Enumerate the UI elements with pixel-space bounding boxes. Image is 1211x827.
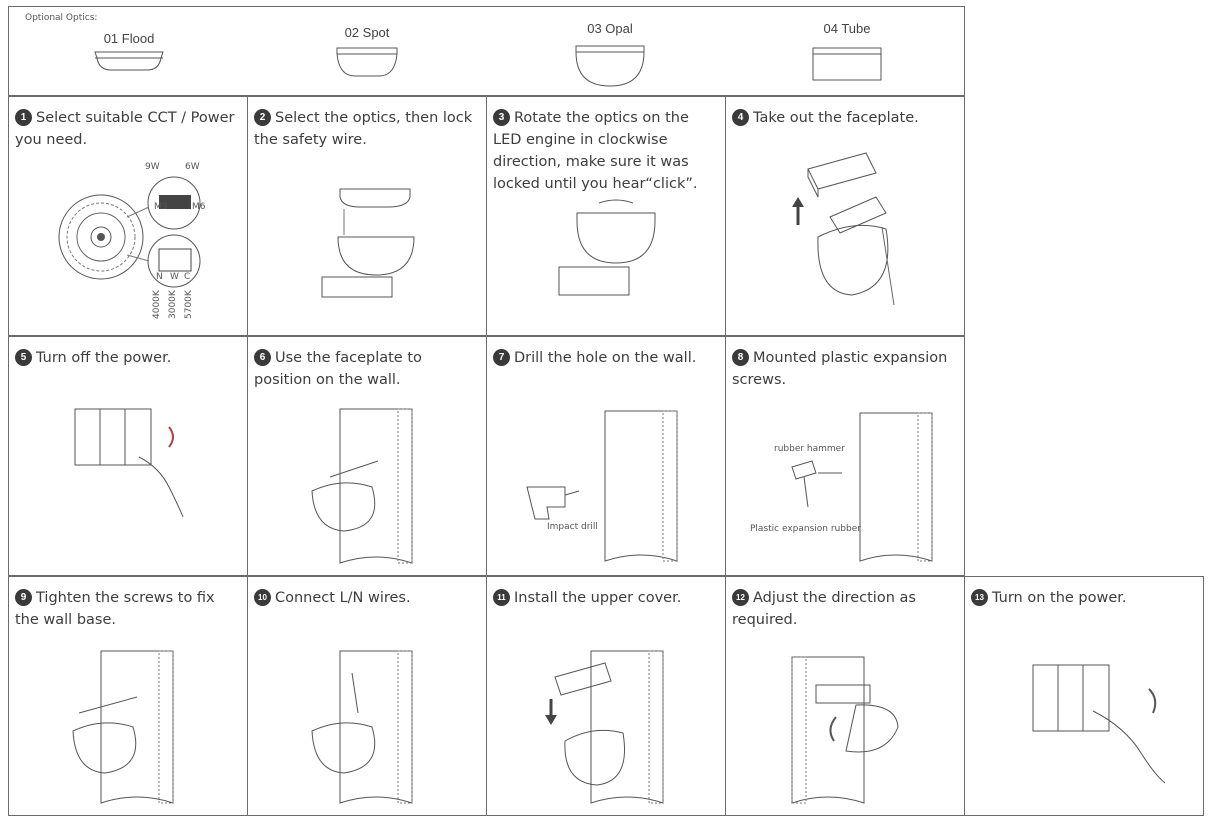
- step-13-illustration: [1032, 664, 1166, 784]
- optic-spot-name: 02 Spot: [344, 25, 390, 40]
- step-1-text: Select suitable CCT / Power you need.: [15, 110, 235, 148]
- optic-spot: 02 Spot: [327, 25, 407, 80]
- step-10-number: 10: [254, 589, 271, 606]
- step-6-number: 6: [254, 349, 271, 366]
- step-3-number: 3: [493, 109, 510, 126]
- step-9-text: Tighten the screws to fix the wall base.: [15, 590, 215, 628]
- label-impact-drill: Impact drill: [547, 522, 598, 532]
- step-11-text: Install the upper cover.: [514, 590, 682, 606]
- step-6-text: Use the faceplate to position on the wal…: [254, 350, 422, 388]
- label-3000k: 3000K: [168, 289, 178, 319]
- label-w: W: [170, 272, 179, 282]
- step-5-number: 5: [15, 349, 32, 366]
- step-4-illustration: [792, 152, 895, 306]
- step-9-illustration: [72, 650, 174, 804]
- step-2-illustration: [321, 188, 415, 298]
- step-2-number: 2: [254, 109, 271, 126]
- step-3-text: Rotate the optics on the LED engine in c…: [493, 110, 698, 192]
- step-4-number: 4: [732, 109, 749, 126]
- step-1-number: 1: [15, 109, 32, 126]
- optic-opal-name: 03 Opal: [587, 21, 633, 36]
- step-4-text: Take out the faceplate.: [753, 110, 919, 126]
- optics-panel: Optional Optics: 01 Flood 02 Spot 03 Opa…: [8, 6, 965, 96]
- step-8-text: Mounted plastic expansion screws.: [732, 350, 948, 388]
- step-12-text: Adjust the direction as required.: [732, 590, 916, 628]
- label-5700k: 5700K: [184, 289, 194, 319]
- tube-optic-shape: [812, 47, 882, 81]
- optic-tube-name: 04 Tube: [823, 21, 871, 36]
- label-4000k: 4000K: [152, 289, 162, 319]
- step-10-text: Connect L/N wires.: [275, 590, 411, 606]
- optics-label: Optional Optics:: [25, 13, 98, 23]
- step-5-text: Turn off the power.: [36, 350, 172, 366]
- step-12-illustration: [791, 656, 899, 804]
- label-m9: M9: [154, 202, 168, 212]
- step-3-illustration: [558, 199, 656, 296]
- label-m6: M6: [192, 202, 206, 212]
- step-11-number: 11: [493, 589, 510, 606]
- step-8-number: 8: [732, 349, 749, 366]
- step-2-text: Select the optics, then lock the safety …: [254, 110, 473, 148]
- step-13-text: Turn on the power.: [992, 590, 1127, 606]
- step-11-illustration: [545, 650, 664, 804]
- step-5-illustration: [74, 408, 184, 518]
- step-8-illustration: rubber hammer Plastic expansion rubber: [750, 412, 933, 562]
- label-6w: 6W: [185, 162, 200, 172]
- optic-flood-name: 01 Flood: [103, 31, 155, 46]
- step-7-text: Drill the hole on the wall.: [514, 350, 697, 366]
- label-expansion-rubber: Plastic expansion rubber: [750, 524, 861, 534]
- label-rubber-hammer: rubber hammer: [774, 444, 845, 454]
- step-13-number: 13: [971, 589, 988, 606]
- step-7-illustration: Impact drill: [526, 410, 678, 562]
- optic-opal: 03 Opal: [565, 21, 655, 90]
- step-7-number: 7: [493, 349, 510, 366]
- step-12-number: 12: [732, 589, 749, 606]
- label-n: N: [156, 272, 163, 282]
- optic-tube: 04 Tube: [807, 21, 887, 84]
- step-6-illustration: [311, 408, 413, 564]
- step-1-illustration: M9 M6 9W 6W N W C 4000K 3000K 5700K: [58, 162, 206, 319]
- label-9w: 9W: [145, 162, 160, 172]
- flood-optic-shape: [94, 51, 164, 71]
- step-10-illustration: [311, 650, 413, 804]
- step-9-number: 9: [15, 589, 32, 606]
- spot-optic-shape: [336, 47, 398, 77]
- label-c: C: [184, 272, 190, 282]
- opal-optic-shape: [575, 45, 645, 87]
- optic-flood: 01 Flood: [89, 31, 169, 74]
